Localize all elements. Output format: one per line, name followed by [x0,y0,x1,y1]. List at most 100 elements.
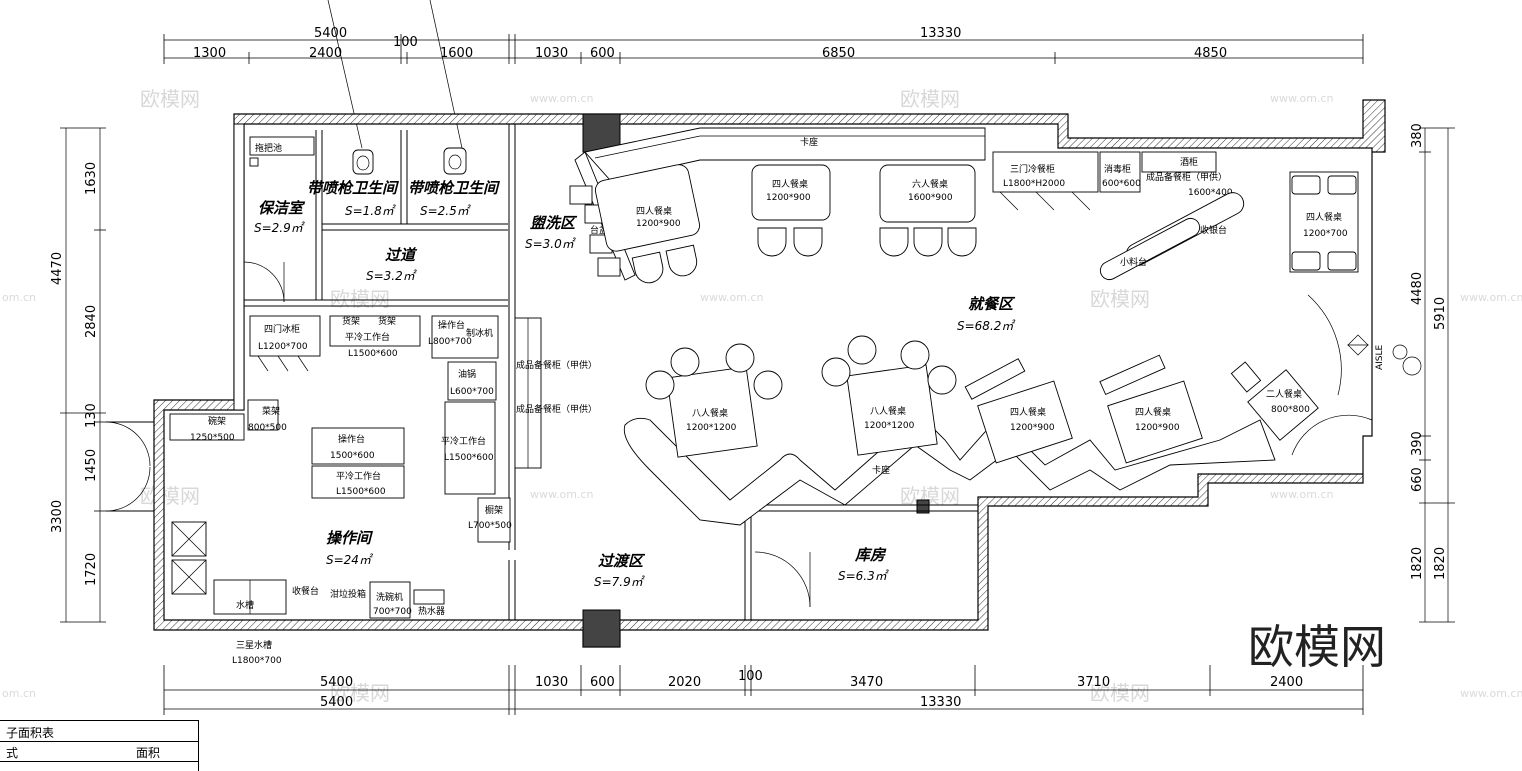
dim-label: 100 [393,35,418,50]
watermark-logo: 欧模网 [1090,287,1150,311]
watermark-logo: 欧模网 [140,87,200,111]
veg-rack: 菜架 800*500 [247,399,287,433]
table-size: 1600*900 [908,193,953,203]
right-dimensions: 380 4480 390 660 1820 5910 1820 [1410,123,1455,623]
furn-name: 酒柜 [1180,156,1198,168]
furn-name: 橱架 [485,504,503,516]
watermark-logo: 欧模网 [900,484,960,508]
room-name: 过道 [385,246,418,264]
furn-name: 四门冰柜 [264,323,300,335]
table-size: 1200*700 [1303,229,1348,239]
room-area: S=68.2㎡ [957,319,1016,333]
dim-label: 1030 [535,675,568,690]
watermark-logo: 欧模网 [900,87,960,111]
dim-label: 1600 [440,46,473,61]
bottom-dimensions: 5400 1030 600 2020 100 3470 3710 2400 54… [163,665,1364,715]
dim-label: 3300 [50,500,65,533]
furn-name: 洗碗机 [376,591,403,603]
cashier-desk: 收银台 小料台 [1099,192,1245,281]
room-name: 保洁室 [258,199,306,217]
table-size: 1200*1200 [686,423,737,433]
four-table-4[interactable]: 四人餐桌 1200*900 [1099,354,1203,464]
entrance-door-left[interactable] [105,421,154,512]
structural-column [916,499,930,514]
area-table-col: 面积 [136,746,161,760]
table-name: 四人餐桌 [772,178,808,190]
toilet-1: 带喷枪卫生间 S=1.8㎡ [307,149,400,218]
four-table-2[interactable]: 四人餐桌 1200*900 [751,164,831,257]
watermark-url: om.cn [2,687,36,700]
finished-cabinets: 成品备餐柜（甲供） 成品备餐柜（甲供） [514,317,597,469]
water-heater: 热水器 [413,589,445,617]
room-area: S=6.3㎡ [838,569,890,583]
furn-name: 制冰机 [466,327,493,339]
four-door-fridge: 四门冰柜 L1200*700 [249,315,321,372]
dim-label: 1030 [535,46,568,61]
furn-name: 货架 [342,315,360,327]
area-table: 子面积表 式 面积 [0,720,199,771]
table-name: 二人餐桌 [1266,388,1302,400]
six-table[interactable]: 六人餐桌 1600*900 [879,164,977,257]
table-name: 四人餐桌 [636,205,672,217]
four-table-right[interactable]: 四人餐桌 1200*700 [1289,171,1359,273]
furn-size: 600*600 [1102,179,1141,189]
four-table-3[interactable]: 四人餐桌 1200*900 [964,358,1073,464]
flat-cold-bench-2: 平冷工作台 L1500*600 [441,401,496,495]
furn-size: L1500*600 [348,349,398,359]
furn-name: 热水器 [418,605,445,617]
accessible-icon: AISLE [1347,334,1422,376]
two-table[interactable]: 二人餐桌 800*800 [1230,361,1319,441]
furn-size: 800*500 [248,423,287,433]
dim-label: 1720 [84,553,99,586]
structural-column [582,609,621,648]
furn-name: 平冷工作台 [345,331,390,343]
table-size: 1200*1200 [864,421,915,431]
furn-name: 成品备餐柜（甲供） [1146,171,1227,183]
furn-size: L1800*700 [232,656,282,666]
area-table-col: 式 [6,746,19,760]
dim-label: 2020 [668,675,701,690]
table-size: 1200*900 [1010,423,1055,433]
area-table-title: 子面积表 [6,726,55,740]
furn-size: 1500*600 [330,451,375,461]
dim-label: 1300 [193,46,226,61]
furn-size: L1200*700 [258,342,308,352]
toilet-2: 带喷枪卫生间 S=2.5㎡ [408,147,501,218]
watermark-url: om.cn [2,291,36,304]
room-area: S=3.0㎡ [525,237,577,251]
dim-label: 600 [590,46,615,61]
watermark-url: www.om.cn [530,488,593,501]
watermark-url: www.om.cn [1460,291,1522,304]
eight-table-2[interactable]: 八人餐桌 1200*1200 [821,335,957,456]
watermark-logo: 欧模网 [330,681,390,705]
booth-label: 卡座 [872,464,890,476]
furn-name: 收银台 [1200,224,1227,236]
dim-label: 13330 [920,26,961,41]
room-area: S=2.9㎡ [254,221,306,235]
eight-table-1[interactable]: 八人餐桌 1200*1200 [645,343,783,458]
watermark-logo: 欧模网 [140,484,200,508]
furn-size: L600*700 [450,387,494,397]
sinks: 水槽 三星水槽 L1800*700 [171,521,287,666]
corridor-room: 过道 S=3.2㎡ [366,246,418,283]
collect-table-label: 收餐台 [292,585,319,597]
op-table-small: 操作台 L800*700 制冰机 [428,315,499,359]
room-name: 带喷枪卫生间 [307,179,400,197]
room-area: S=3.2㎡ [366,269,418,283]
dim-label: 4480 [1410,272,1425,305]
furn-name: 菜架 [262,405,280,417]
room-name: 盥洗区 [530,214,578,232]
furn-size: L800*700 [428,337,472,347]
watermark-logo: 欧模网 [330,287,390,311]
four-table-1[interactable]: 四人餐桌 1200*900 [594,163,702,286]
furn-size: L700*500 [468,521,512,531]
dim-label: 660 [1410,467,1425,492]
bowl-rack: 碗架 1250*500 [169,413,245,443]
table-name: 八人餐桌 [870,405,906,417]
wine-cabinet: 酒柜 成品备餐柜（甲供） 1600*400 [1141,151,1233,198]
dish-washer: 洗碗机 700*700 [369,581,412,619]
furn-size: 1600*400 [1188,188,1233,198]
dim-label: 1820 [1410,547,1425,580]
stove-rack: 橱架 L700*500 [468,497,512,543]
